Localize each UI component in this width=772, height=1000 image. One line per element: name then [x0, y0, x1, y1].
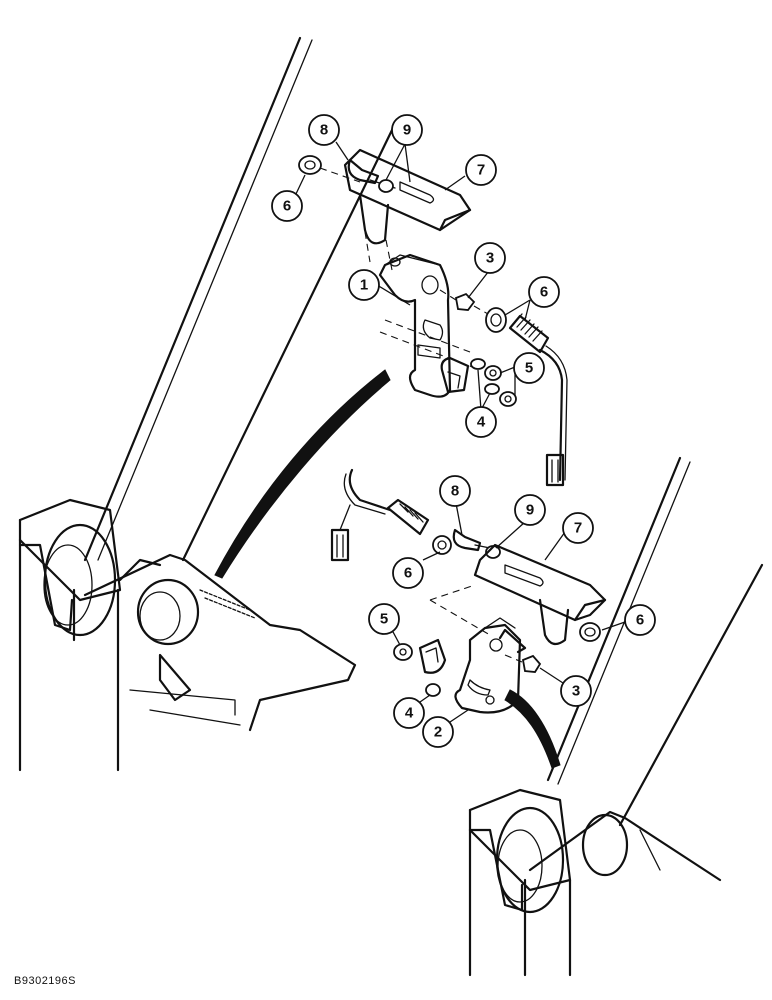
callout-upper-3: 3	[474, 242, 506, 274]
callout-upper-8: 8	[308, 114, 340, 146]
upper-plate-1	[378, 253, 452, 398]
callout-upper-7: 7	[465, 154, 497, 186]
callout-upper-6b: 6	[528, 276, 560, 308]
upper-washer-4a	[470, 358, 486, 370]
callout-lower-4: 4	[393, 697, 425, 729]
svg-text:2: 2	[434, 724, 442, 741]
lower-detail-pointer	[504, 689, 561, 769]
figure-id-label: B9302196S	[14, 975, 76, 987]
lower-washer-4	[425, 683, 441, 697]
lower-plate-2	[454, 623, 522, 714]
svg-text:8: 8	[451, 483, 459, 500]
lower-switch-assembly	[330, 468, 607, 714]
upper-nut-5b	[499, 391, 517, 407]
lower-bolt-8	[452, 528, 482, 552]
svg-text:9: 9	[403, 122, 411, 139]
lower-connector	[330, 528, 350, 562]
svg-text:4: 4	[405, 705, 414, 722]
svg-text:6: 6	[283, 198, 291, 215]
callout-lower-8: 8	[439, 475, 471, 507]
upper-nut-3	[454, 292, 476, 311]
svg-text:7: 7	[477, 162, 485, 179]
upper-nut-5a	[484, 365, 502, 381]
callout-lower-6b: 6	[624, 604, 656, 636]
upper-nut-6	[298, 155, 322, 175]
lower-bracket-7	[473, 543, 607, 622]
lower-proximity-sensor	[386, 498, 430, 536]
callout-upper-4: 4	[465, 406, 497, 438]
svg-text:7: 7	[574, 520, 582, 537]
callout-lower-3: 3	[560, 675, 592, 707]
svg-text:3: 3	[572, 683, 580, 700]
left-loader-arm	[18, 36, 395, 772]
upper-clip	[440, 356, 470, 394]
svg-text:6: 6	[540, 284, 548, 301]
upper-detail-pointer	[214, 369, 391, 579]
lower-nut-3	[521, 654, 542, 673]
leader-lines	[294, 141, 626, 723]
callout-lower-9: 9	[514, 494, 546, 526]
svg-text:5: 5	[525, 360, 533, 377]
callout-upper-9: 9	[391, 114, 423, 146]
svg-text:8: 8	[320, 122, 328, 139]
upper-bracket-7	[343, 148, 472, 232]
upper-bolt-8	[347, 158, 380, 185]
svg-text:1: 1	[360, 277, 368, 294]
callout-lower-5: 5	[368, 603, 400, 635]
callout-upper-5: 5	[513, 352, 545, 384]
svg-text:5: 5	[380, 611, 388, 628]
lower-jam-nut-6a	[432, 535, 452, 555]
svg-text:6: 6	[636, 612, 644, 629]
upper-washer-4b	[484, 383, 500, 395]
callout-lower-7: 7	[562, 512, 594, 544]
svg-text:6: 6	[404, 565, 412, 582]
svg-text:9: 9	[526, 502, 534, 519]
right-loader-arm	[468, 456, 764, 977]
upper-switch-assembly	[298, 148, 568, 487]
lower-jam-nut-6b	[579, 622, 601, 642]
upper-jam-nut-6	[485, 307, 507, 333]
callout-upper-1: 1	[348, 269, 380, 301]
upper-washer-9	[378, 179, 394, 193]
svg-text:4: 4	[477, 414, 486, 431]
upper-connector	[545, 453, 565, 487]
svg-text:3: 3	[486, 250, 494, 267]
callout-upper-6a: 6	[271, 190, 303, 222]
callout-lower-6a: 6	[392, 557, 424, 589]
lower-clip	[418, 638, 447, 674]
lower-nut-5	[393, 643, 413, 661]
callout-lower-2: 2	[422, 716, 454, 748]
